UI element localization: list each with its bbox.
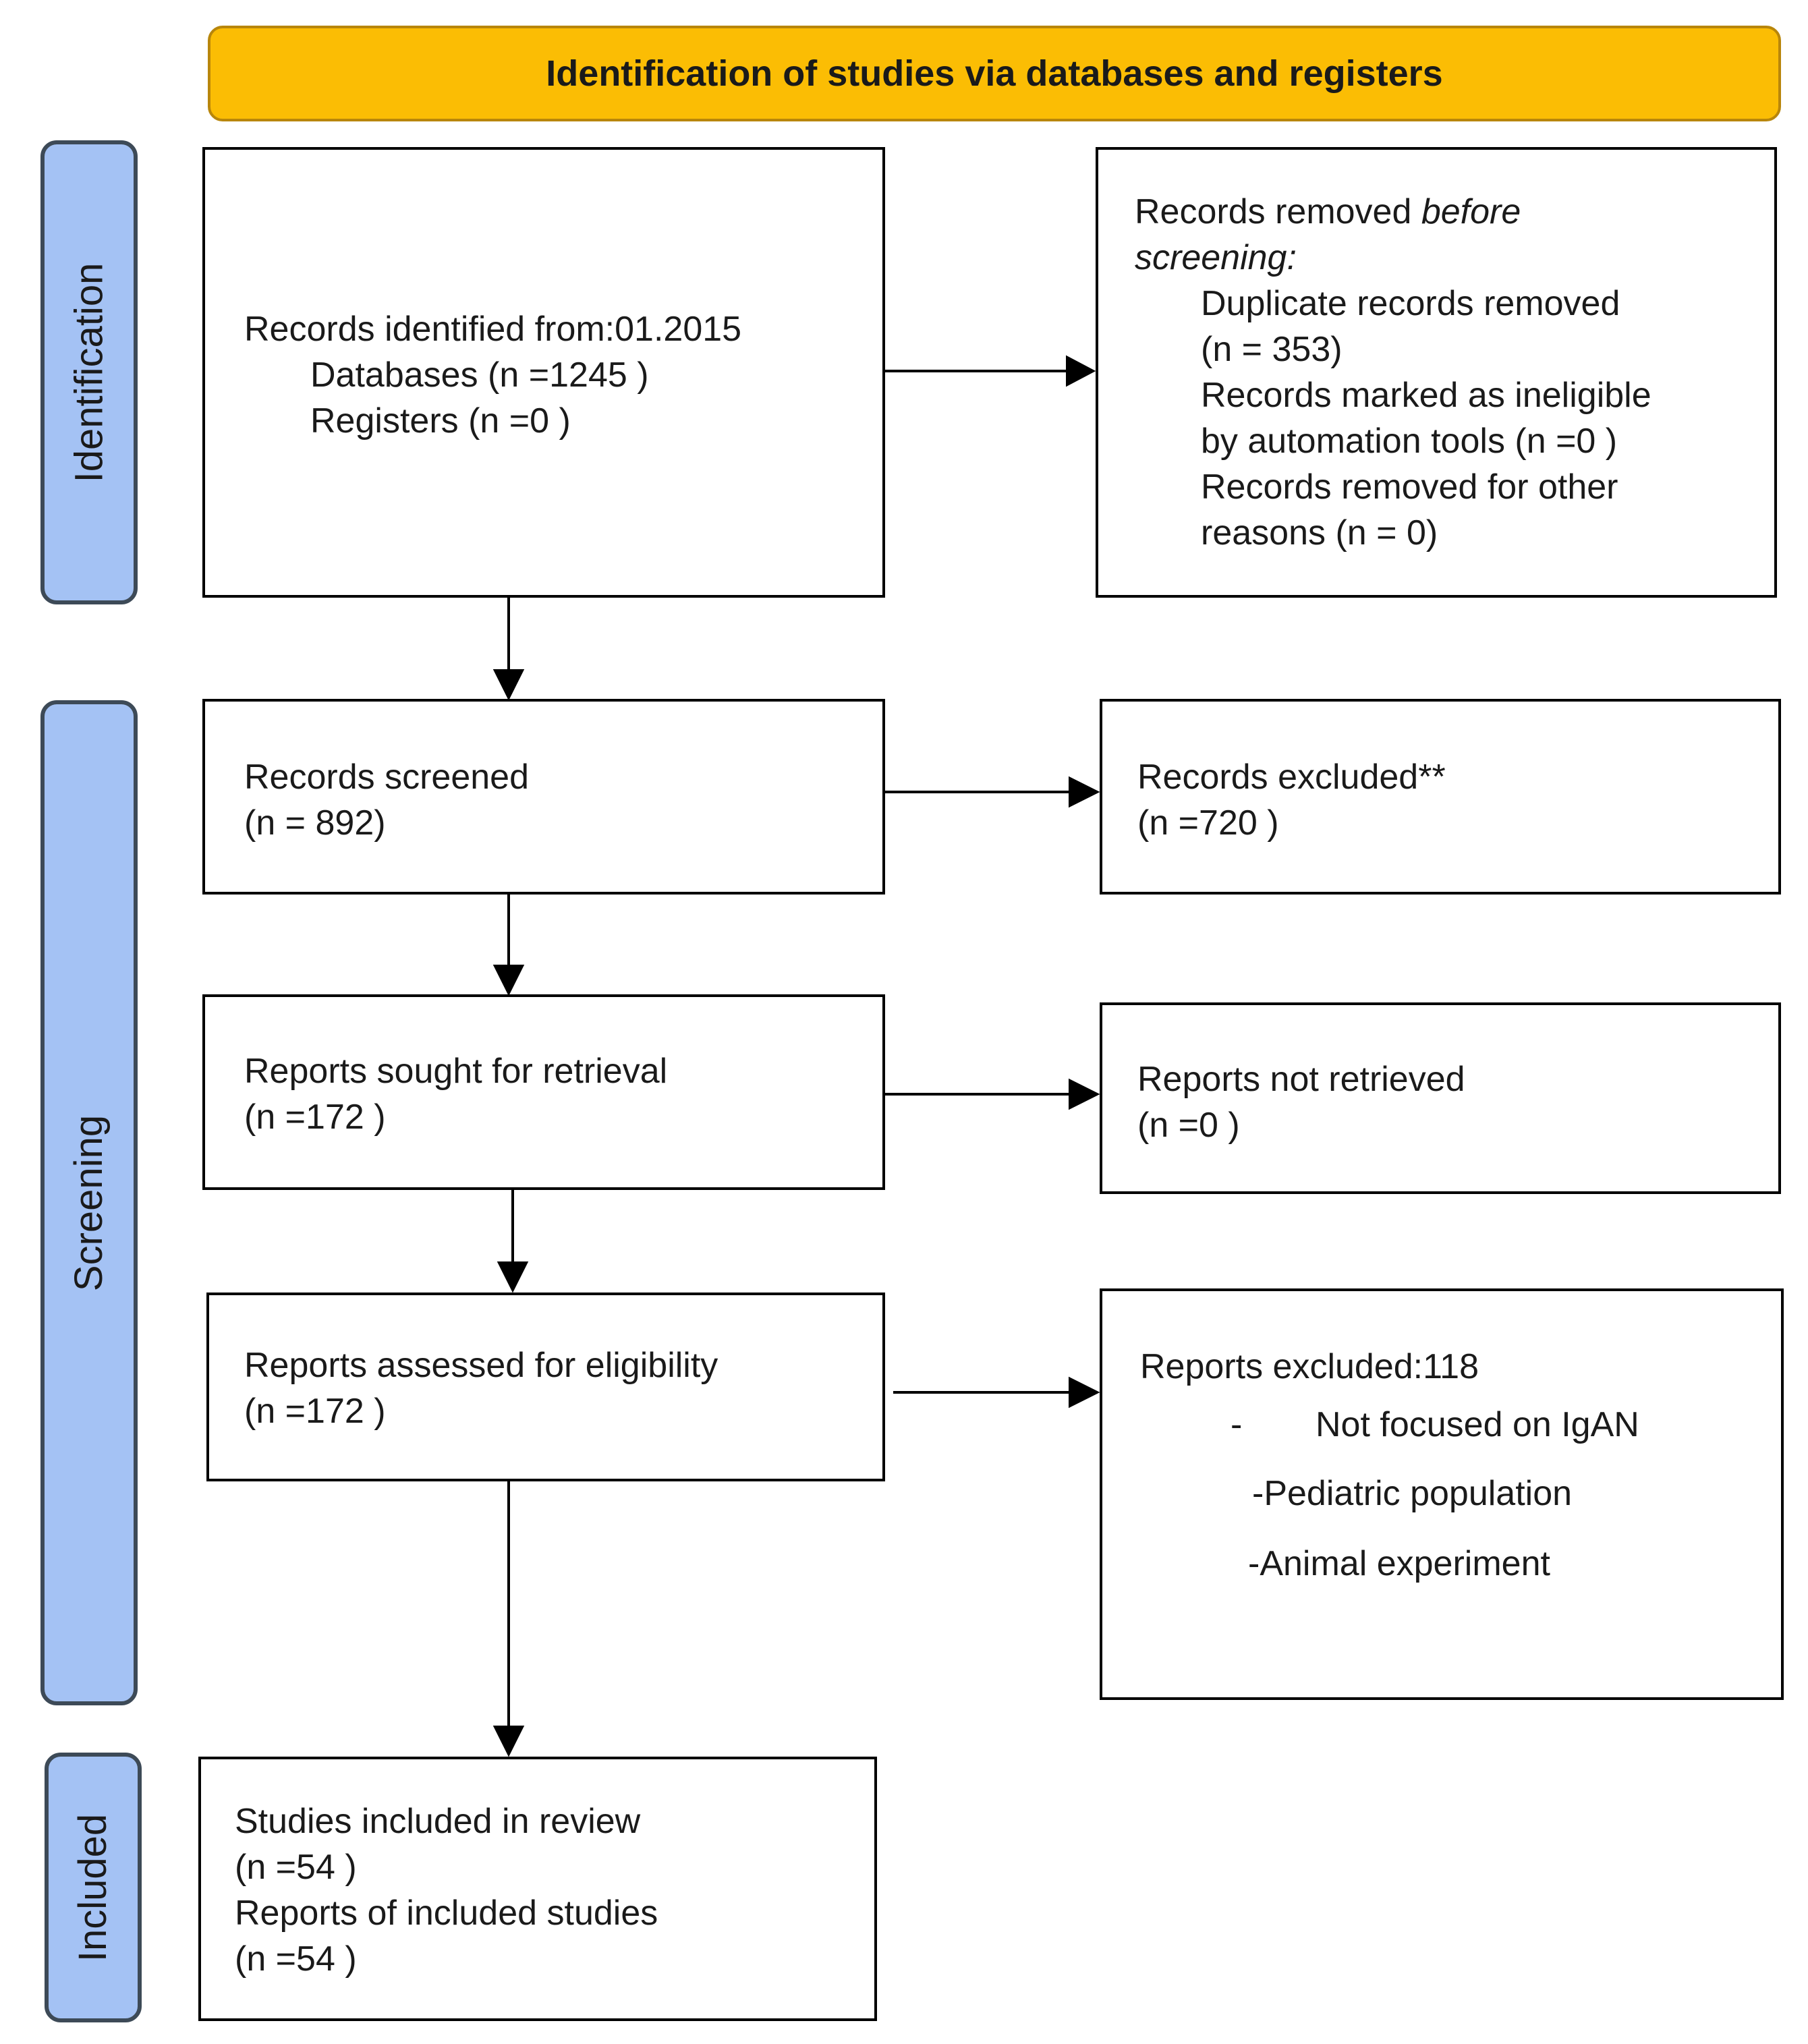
reports-excluded-pediatric: -Pediatric population: [1252, 1474, 1573, 1513]
not-retrieved-count: (n =0 ): [1137, 1106, 1240, 1145]
removed-ineligible: Records marked as ineligible: [1201, 376, 1651, 415]
removed-other-count: reasons (n = 0): [1201, 513, 1438, 552]
arrowhead-identified-to-screened: [492, 669, 525, 701]
assessed-line1: Reports assessed for eligibility: [244, 1346, 718, 1385]
excluded-line1: Records excluded**: [1137, 758, 1446, 797]
reports-excluded-line1: Reports excluded:118: [1140, 1347, 1479, 1386]
assessed-count: (n =172 ): [244, 1392, 386, 1431]
removed-line2-italic: screening:: [1135, 238, 1297, 277]
arrowhead-sought-to-assessed: [497, 1261, 529, 1293]
removed-line1-plain: Records removed: [1135, 192, 1421, 231]
arrowhead-identified-to-removed: [1066, 355, 1096, 387]
box-records-screened: Records screened (n = 892): [202, 699, 885, 895]
removed-duplicates: Duplicate records removed: [1201, 284, 1620, 323]
sought-line1: Reports sought for retrieval: [244, 1052, 668, 1091]
arrowhead-sought-to-not-retrieved: [1069, 1078, 1100, 1110]
reports-excluded-dash: -: [1231, 1405, 1243, 1444]
phase-included: Included: [45, 1753, 142, 2022]
removed-line1-italic: before: [1421, 192, 1521, 231]
phase-identification: Identification: [40, 140, 138, 604]
header-banner: Identification of studies via databases …: [208, 26, 1781, 121]
box-records-identified: Records identified from:01.2015 Database…: [202, 147, 885, 598]
reports-excluded-not-igan: Not focused on IgAN: [1316, 1405, 1639, 1444]
screened-count: (n = 892): [244, 803, 386, 843]
box-reports-sought: Reports sought for retrieval (n =172 ): [202, 994, 885, 1190]
identified-registers: Registers (n =0 ): [310, 401, 571, 441]
arrowhead-assessed-to-included: [492, 1726, 525, 1757]
box-studies-included: Studies included in review (n =54 ) Repo…: [198, 1757, 877, 2021]
identified-databases: Databases (n =1245 ): [310, 356, 649, 395]
excluded-count: (n =720 ): [1137, 803, 1279, 843]
box-records-removed: Records removed before screening: Duplic…: [1096, 147, 1777, 598]
not-retrieved-line1: Reports not retrieved: [1137, 1060, 1465, 1099]
box-reports-excluded: Reports excluded:118 - Not focused on Ig…: [1100, 1288, 1784, 1700]
screened-line1: Records screened: [244, 758, 529, 797]
sought-count: (n =172 ): [244, 1098, 386, 1137]
removed-ineligible-count: by automation tools (n =0 ): [1201, 422, 1618, 461]
included-reports-line: Reports of included studies: [235, 1894, 658, 1933]
included-studies-count: (n =54 ): [235, 1848, 357, 1887]
identified-line1: Records identified from:01.2015: [244, 310, 742, 349]
arrowhead-assessed-to-excluded: [1069, 1376, 1100, 1409]
box-records-excluded: Records excluded** (n =720 ): [1100, 699, 1781, 895]
included-studies-line: Studies included in review: [235, 1802, 641, 1841]
box-reports-not-retrieved: Reports not retrieved (n =0 ): [1100, 1002, 1781, 1194]
included-reports-count: (n =54 ): [235, 1939, 357, 1979]
box-reports-assessed: Reports assessed for eligibility (n =172…: [206, 1293, 885, 1481]
arrowhead-screened-to-excluded: [1069, 776, 1100, 808]
removed-duplicates-count: (n = 353): [1201, 330, 1343, 369]
removed-other: Records removed for other: [1201, 467, 1618, 507]
header-title: Identification of studies via databases …: [546, 53, 1443, 94]
phase-screening: Screening: [40, 700, 138, 1705]
reports-excluded-animal: -Animal experiment: [1248, 1544, 1550, 1583]
arrowhead-screened-to-sought: [492, 965, 525, 996]
